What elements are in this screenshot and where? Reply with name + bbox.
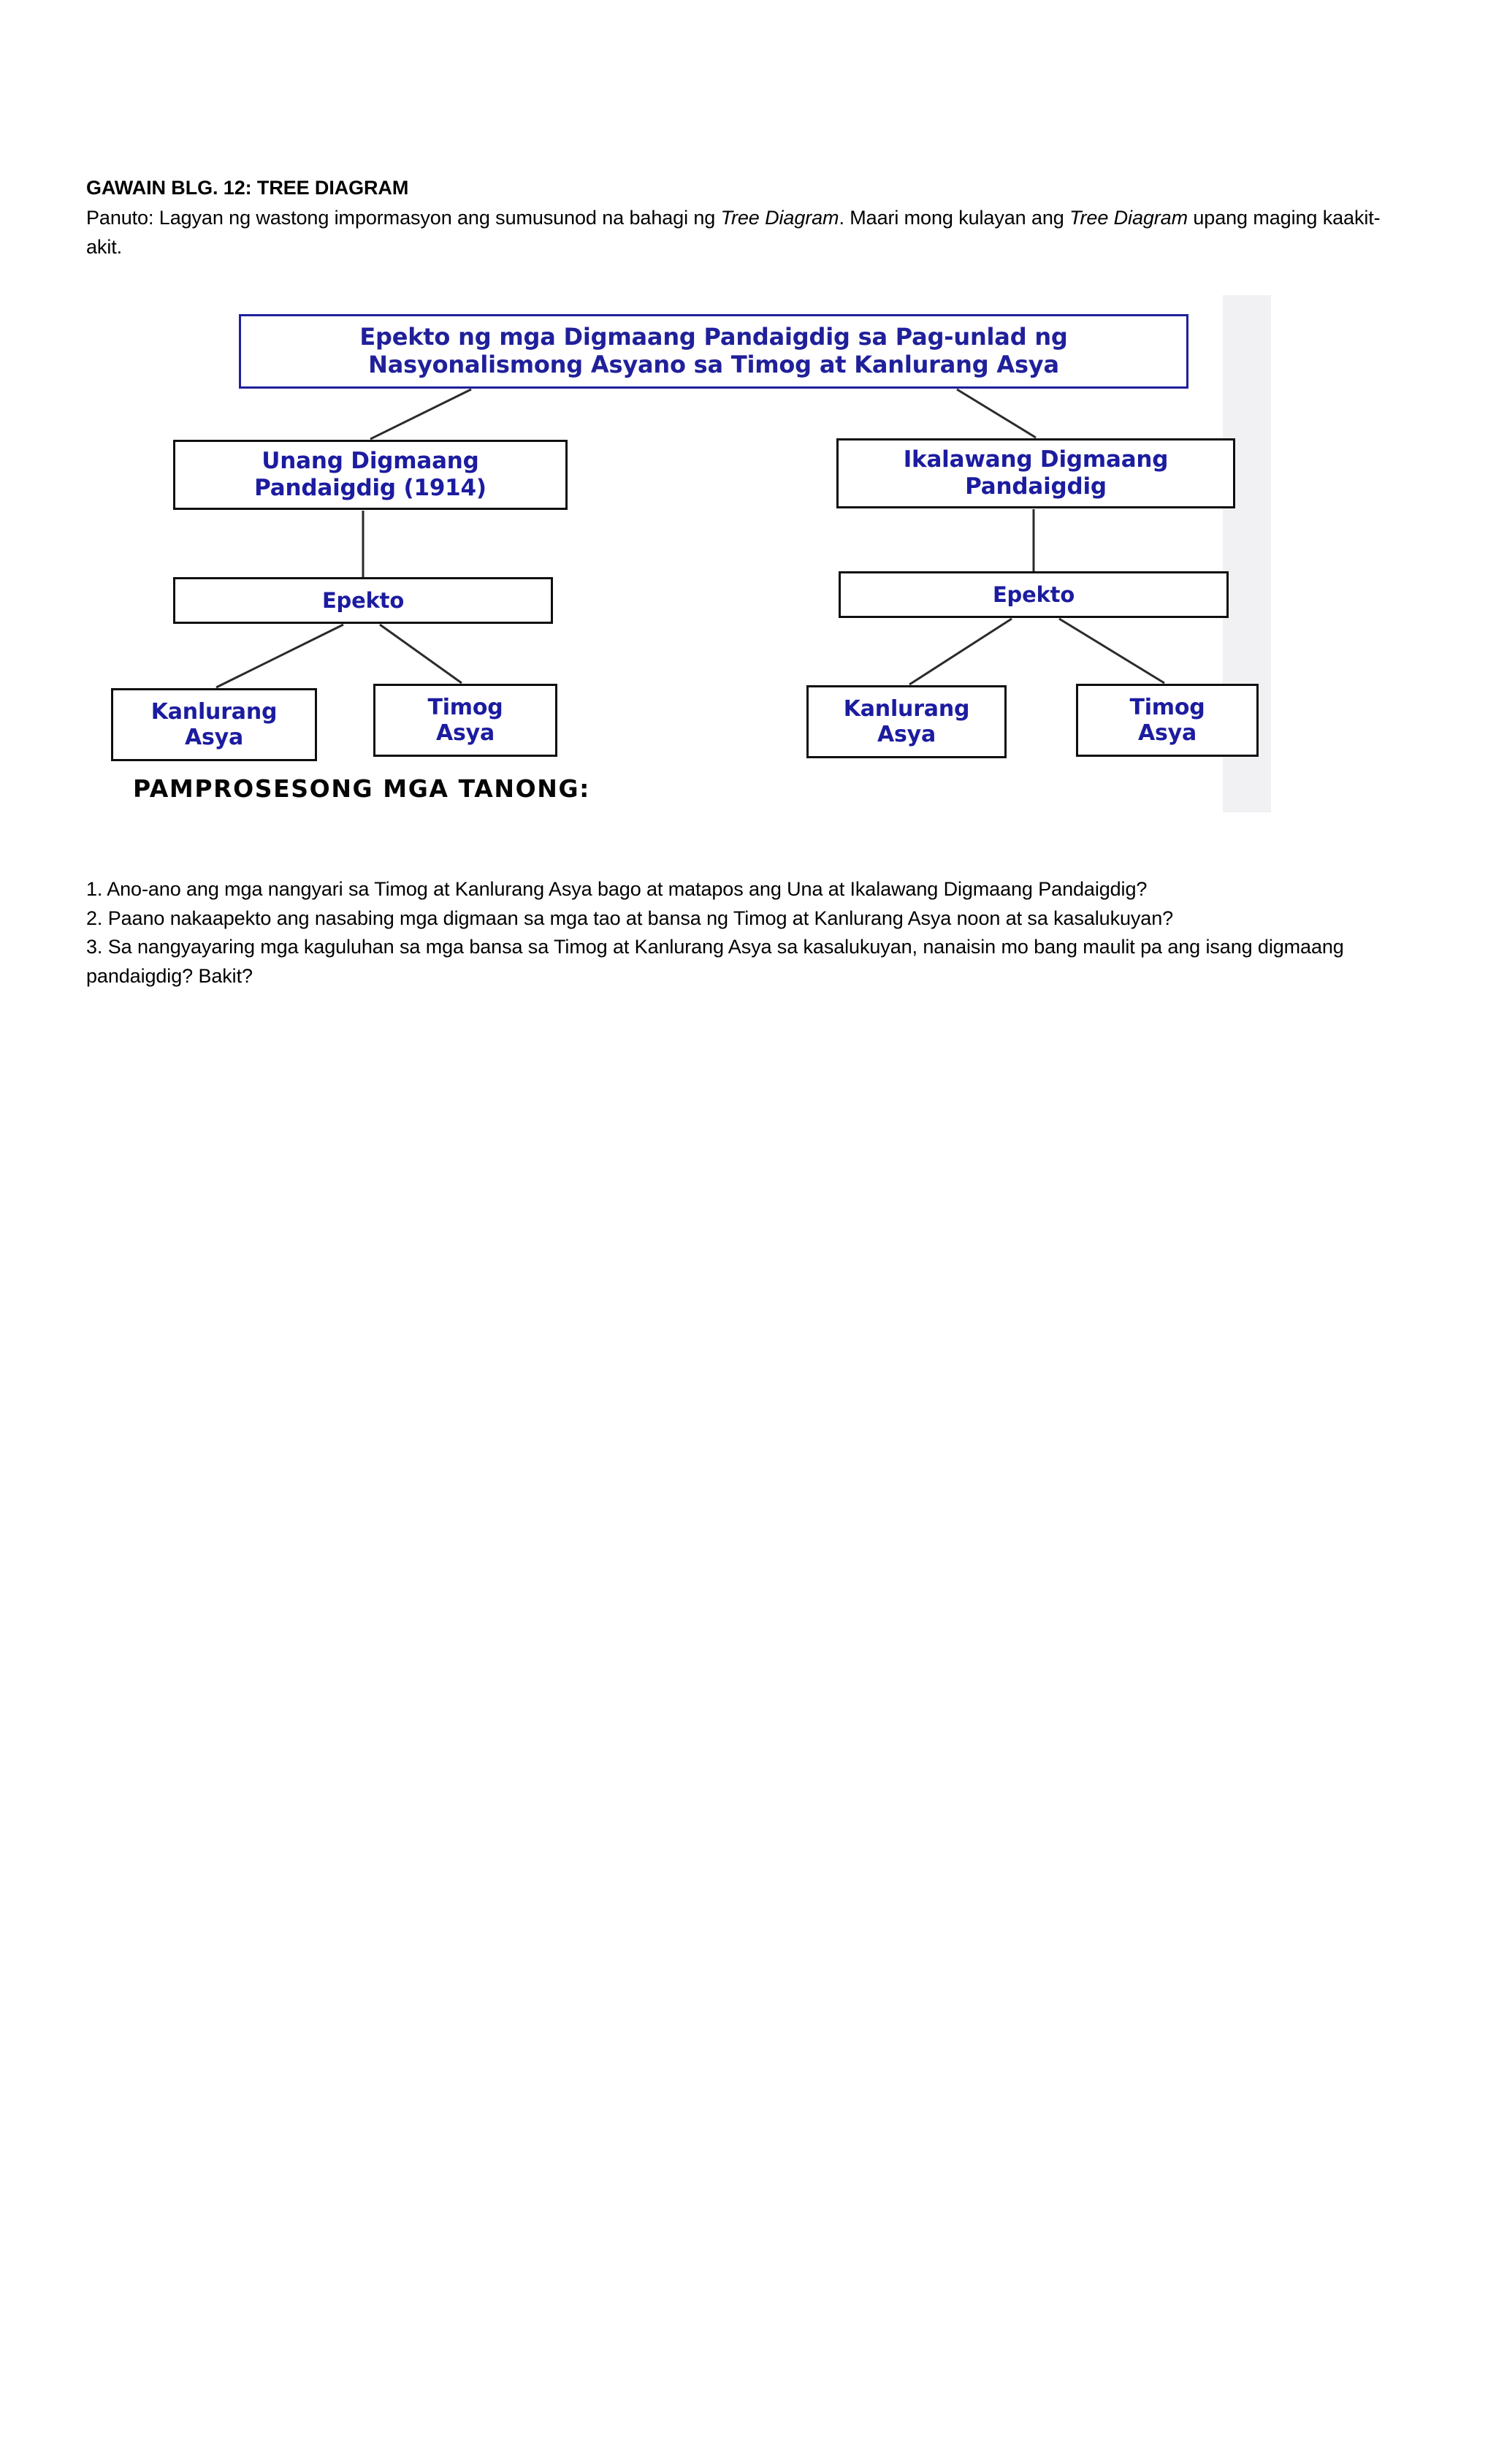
tree-leaf-3-line2: Asya bbox=[877, 722, 936, 747]
tree-leaf-4-line2: Asya bbox=[1137, 720, 1197, 746]
tree-node-ww2-line1: Ikalawang Digmaang bbox=[903, 446, 1169, 473]
tree-node-root[interactable]: Epekto ng mga Digmaang Pandaigdig sa Pag… bbox=[239, 314, 1188, 389]
tree-node-unang-digmaang-pandaigdig[interactable]: Unang Digmaang Pandaigdig (1914) bbox=[173, 440, 568, 510]
instructions-emphasis-2: Tree Diagram bbox=[1069, 207, 1188, 229]
tree-leaf-timog-asya-ww1[interactable]: Timog Asya bbox=[373, 684, 557, 757]
tree-leaf-kanlurang-asya-ww1[interactable]: Kanlurang Asya bbox=[111, 688, 317, 761]
activity-title: GAWAIN BLG. 12: TREE DIAGRAM bbox=[86, 177, 409, 199]
tree-leaf-kanlurang-asya-ww2[interactable]: Kanlurang Asya bbox=[806, 685, 1007, 758]
tree-node-root-line2: Nasyonalismong Asyano sa Timog at Kanlur… bbox=[368, 351, 1059, 378]
question-item-2: 2. Paano nakaapekto ang nasabing mga dig… bbox=[86, 907, 1174, 929]
tree-node-ww1-line2: Pandaigdig (1914) bbox=[254, 475, 486, 501]
tree-node-ikalawang-digmaang-pandaigdig[interactable]: Ikalawang Digmaang Pandaigdig bbox=[836, 438, 1235, 508]
tree-leaf-1-line2: Asya bbox=[184, 725, 244, 750]
tree-leaf-1-line1: Kanlurang bbox=[150, 698, 278, 725]
tree-leaf-2-line2: Asya bbox=[435, 720, 495, 746]
tree-node-ww1-line1: Unang Digmaang bbox=[262, 448, 479, 475]
processing-questions-list: 1. Ano-ano ang mga nangyari sa Timog at … bbox=[86, 875, 1423, 991]
tree-leaf-3-line1: Kanlurang bbox=[843, 695, 970, 722]
instructions-emphasis-1: Tree Diagram bbox=[720, 207, 839, 229]
tree-node-epekto-left[interactable]: Epekto bbox=[173, 577, 553, 624]
worksheet-header: GAWAIN BLG. 12: TREE DIAGRAM Panuto: Lag… bbox=[86, 174, 1416, 262]
tree-leaf-4-line1: Timog bbox=[1129, 694, 1205, 720]
tree-leaf-timog-asya-ww2[interactable]: Timog Asya bbox=[1076, 684, 1259, 757]
instructions-text-1: Panuto: Lagyan ng wastong impormasyon an… bbox=[86, 207, 721, 229]
tree-node-root-line1: Epekto ng mga Digmaang Pandaigdig sa Pag… bbox=[359, 323, 1068, 351]
instructions-text-3: upang maging kaakit-akit. bbox=[86, 207, 1381, 259]
tree-leaf-2-line1: Timog bbox=[427, 694, 503, 720]
question-item-3: 3. Sa nangyayaring mga kaguluhan sa mga … bbox=[86, 936, 1344, 988]
processing-questions-heading: PAMPROSESONG MGA TANONG: bbox=[133, 774, 590, 803]
instructions-paragraph: Panuto: Lagyan ng wastong impormasyon an… bbox=[86, 204, 1416, 262]
question-item-1: 1. Ano-ano ang mga nangyari sa Timog at … bbox=[86, 878, 1148, 900]
tree-node-epekto-right[interactable]: Epekto bbox=[839, 571, 1229, 618]
instructions-text-2: . Maari mong kulayan ang bbox=[839, 207, 1070, 229]
tree-node-ww2-line2: Pandaigdig bbox=[965, 473, 1107, 500]
